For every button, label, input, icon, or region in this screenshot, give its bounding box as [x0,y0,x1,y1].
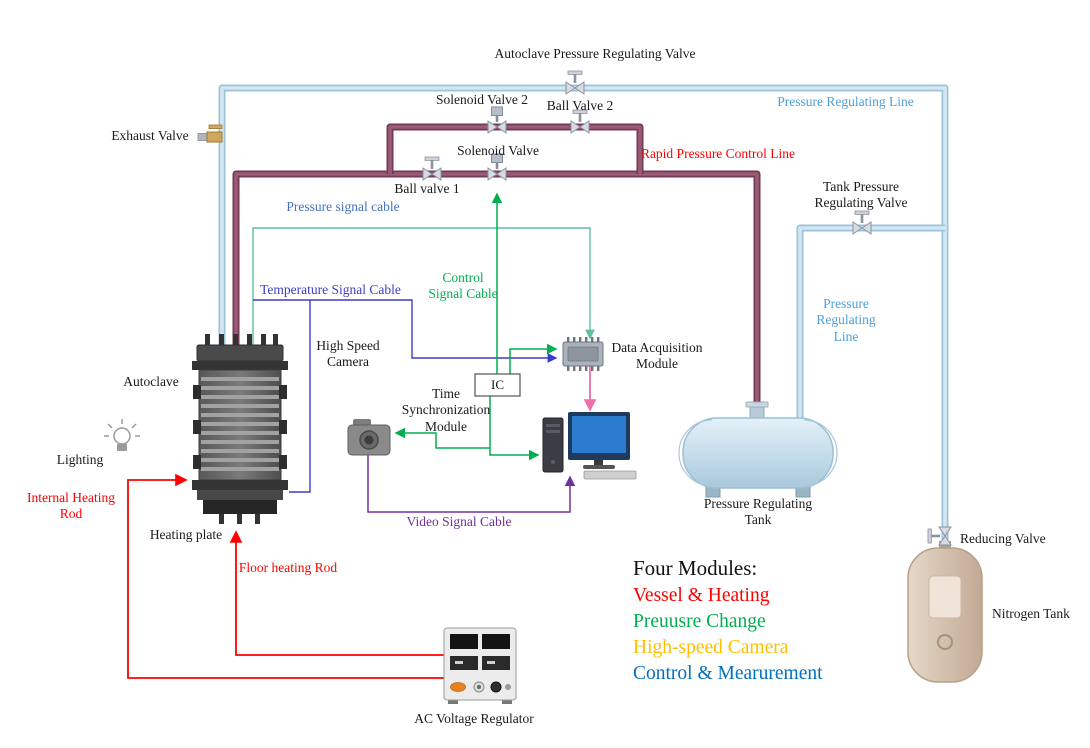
pressure-signal-cable-line [252,227,595,348]
label-pressure-regulating-tank: Pressure Regulating Tank [703,496,813,528]
exhaust-valve-icon [197,124,223,143]
label-rapid-pressure-control-line: Rapid Pressure Control Line [640,146,796,161]
lighting-bulb-icon [104,419,140,451]
autoclave-graphic [192,334,288,524]
label-temperature-signal-cable: Temperature Signal Cable [260,282,401,297]
label-daq-module: Data Acquisition Module [611,340,703,372]
label-internal-heating-rod: Internal Heating Rod [26,490,116,522]
four-modules-legend: Four Modules: Vessel & Heating Preuusre … [633,556,823,685]
label-time-sync-module: Time Synchronization Module [401,386,491,434]
legend-item-vessel-heating: Vessel & Heating [633,585,770,606]
label-tank-prv: Tank Pressure Regulating Valve [814,179,908,211]
label-exhaust-valve: Exhaust Valve [111,128,189,143]
label-solenoid-valve-2: Solenoid Valve 2 [436,92,528,107]
pressure-regulating-tank-icon [678,401,838,498]
legend-item-pressure-change: Preuusre Change [633,611,766,632]
label-control-signal-cable: Control Signal Cable [428,270,498,302]
label-ball-valve-1: Ball valve 1 [394,181,460,196]
heating-circuit-lines [127,473,445,679]
label-ic: IC [491,377,504,392]
label-heating-plate: Heating plate [149,527,223,542]
label-solenoid-valve: Solenoid Valve [457,143,539,158]
legend-title: Four Modules: [633,556,758,580]
video-signal-cable-line [367,455,576,513]
high-speed-camera-icon [347,419,391,456]
daq-module-icon [562,337,604,371]
heating-plate-graphic [203,500,277,514]
temperature-signal-cable-line [253,299,558,493]
label-ac-voltage-regulator: AC Voltage Regulator [414,711,534,726]
legend-item-high-speed-camera: High-speed Camera [633,637,789,658]
label-pressure-regulating-line-right: Pressure Regulating Line [816,296,876,344]
label-ball-valve-2: Ball Valve 2 [546,98,614,113]
ac-voltage-regulator-icon [443,627,517,704]
legend-item-control-measurement: Control & Mearurement [633,663,823,684]
label-pressure-regulating-line-top: Pressure Regulating Line [777,94,914,109]
label-video-signal-cable: Video Signal Cable [406,514,512,529]
computer-icon [542,412,637,480]
label-autoclave: Autoclave [123,374,179,389]
label-floor-heating-rod: Floor heating Rod [238,560,338,575]
label-pressure-signal-cable: Pressure signal cable [286,199,400,214]
ic-module-box [474,373,521,397]
label-reducing-valve: Reducing Valve [960,531,1046,546]
label-nitrogen-tank: Nitrogen Tank [992,606,1070,621]
control-signal-cable-lines [394,192,558,461]
label-high-speed-camera: High Speed Camera [316,338,380,370]
label-lighting: Lighting [56,452,104,467]
nitrogen-tank-icon [907,541,983,683]
label-autoclave-prv: Autoclave Pressure Regulating Valve [494,46,696,61]
